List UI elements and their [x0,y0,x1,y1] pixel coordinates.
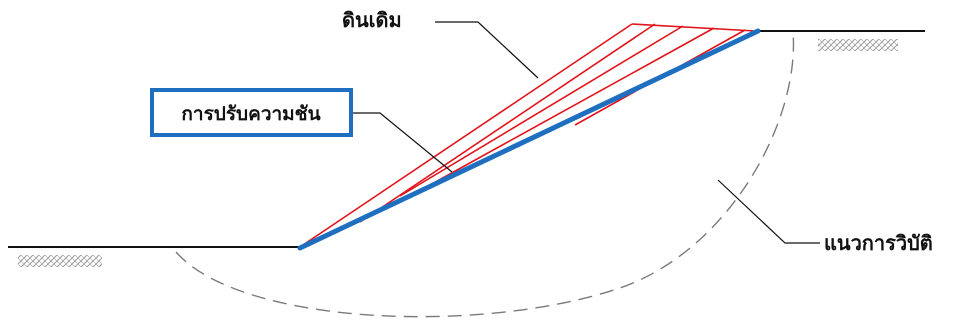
ground-hatch-right [818,39,898,51]
cut-slope-line [297,28,761,251]
original-soil-layer-3 [429,27,715,186]
failure-curve [175,31,795,318]
label-box-slope-adjustment [150,88,353,137]
label-failure-line: แนวการวิบัติ [824,231,933,255]
label-slope-adjustment: การปรับความชัน [181,103,320,125]
ground-hatch-left [18,255,102,267]
label-original-soil: ดินเดิม [342,8,402,32]
leader-failure-line [717,179,820,244]
leader-slope-adjustment [351,112,453,173]
leader-original-soil [435,21,539,79]
original-soil-outer-line [299,23,633,248]
original-soil-layer-1 [359,23,656,223]
original-soil-layer-2 [399,25,684,197]
